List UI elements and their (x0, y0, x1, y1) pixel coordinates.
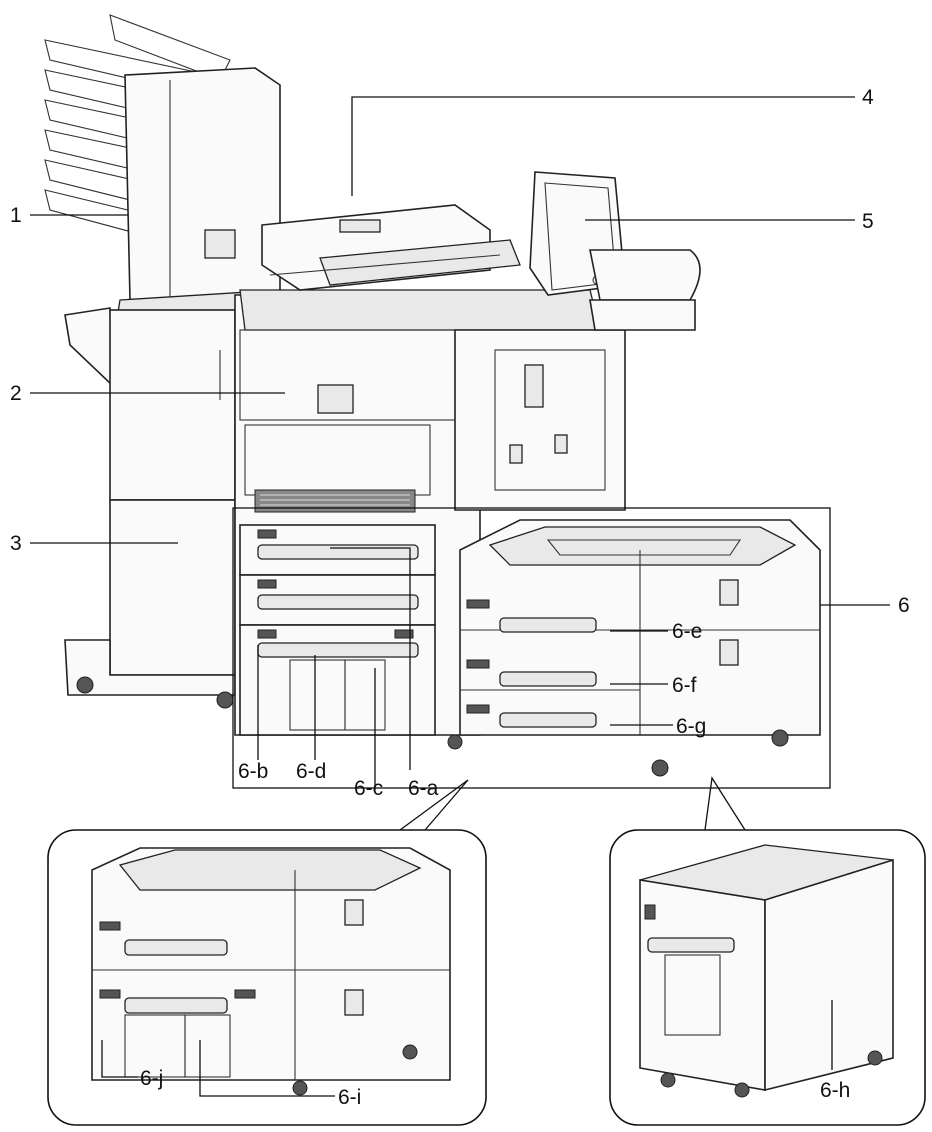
main-unit-illustration (234, 289, 626, 750)
mailbox-tower (124, 67, 281, 301)
inset-left (47, 829, 487, 1126)
callout-labels: 1 2 3 4 5 6 6-a 6-b 6-c 6-d 6-e 6-f 6-g … (10, 86, 910, 1109)
operation-panel-illustration (529, 171, 701, 331)
cassette-6e-handle (499, 617, 597, 633)
callout-4: 4 (862, 86, 874, 109)
callout-6a: 6-a (408, 777, 439, 800)
callout-6c: 6-c (354, 777, 383, 800)
callout-6g: 6-g (676, 715, 706, 738)
callout-1: 1 (10, 204, 22, 227)
callout-6e: 6-e (672, 620, 702, 643)
large-capacity-tray (239, 624, 436, 736)
side-paper-feeder-illustration (459, 519, 821, 777)
inset-right (609, 829, 926, 1126)
cassette-6f-handle (499, 671, 597, 687)
callout-6i: 6-i (338, 1086, 361, 1109)
finisher-illustration (44, 14, 291, 709)
document-processor-illustration (261, 204, 521, 291)
cassette-stack-main (239, 524, 436, 736)
callout-6: 6 (898, 594, 910, 617)
finisher-upper-body (109, 309, 236, 501)
zoom-connectors (399, 776, 746, 831)
callout-lines (30, 96, 890, 790)
vent-grille (254, 489, 416, 513)
finisher-lower-body (109, 499, 236, 676)
callout-6f: 6-f (672, 674, 697, 697)
booklet-tray (64, 307, 113, 387)
callout-6b: 6-b (238, 760, 268, 783)
callout-2: 2 (10, 382, 22, 405)
callout-3: 3 (10, 532, 22, 555)
callout-6d: 6-d (296, 760, 326, 783)
cassette-6g-handle (499, 712, 597, 728)
callout-6j: 6-j (140, 1067, 163, 1090)
callout-6h: 6-h (820, 1079, 850, 1102)
callout-5: 5 (862, 210, 874, 233)
